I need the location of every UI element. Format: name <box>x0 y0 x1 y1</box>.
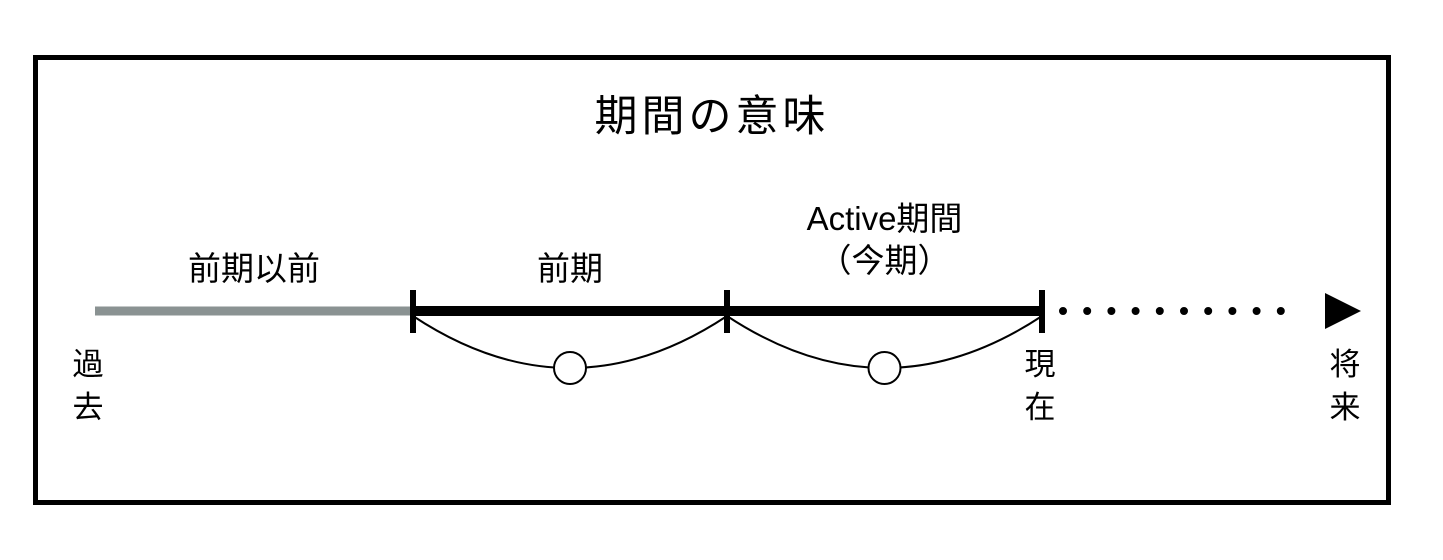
label-future: 将来 <box>1329 347 1361 425</box>
label-active-period-line2: （今期） <box>818 242 951 279</box>
previous-period-node-circle <box>553 351 587 385</box>
diagram-frame <box>33 55 1391 505</box>
future-arrowhead-icon <box>1325 293 1361 329</box>
diagram-title: 期間の意味 <box>594 93 830 141</box>
label-previous-period: 前期 <box>537 250 603 287</box>
label-prior-period: 前期以前 <box>188 250 320 287</box>
active-period-node-circle <box>867 351 902 385</box>
label-present: 現在 <box>1024 347 1056 425</box>
label-active-period: Active期間 （今期） <box>727 198 1042 282</box>
label-active-period-line1: Active期間 <box>806 200 963 237</box>
label-past: 過去 <box>72 347 104 425</box>
